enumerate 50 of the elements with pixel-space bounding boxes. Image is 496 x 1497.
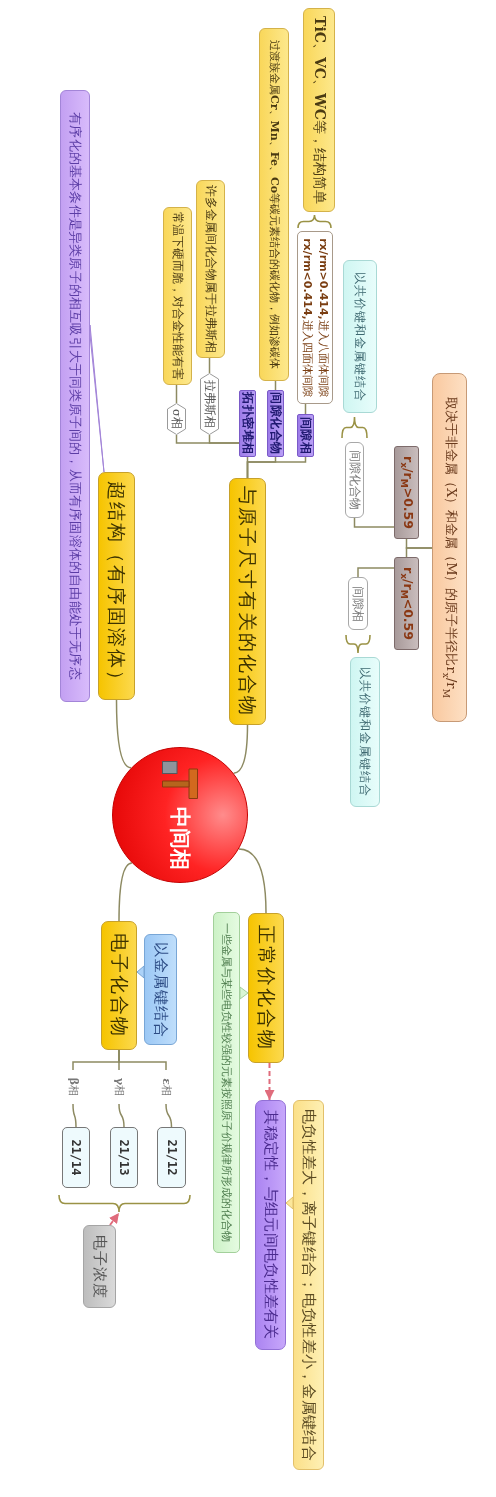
summary-brace <box>58 1194 191 1213</box>
note-box: TiC、VC、WC等，结构简单 <box>303 8 335 212</box>
subtopic-box: 拓扑密堆相 <box>239 390 256 457</box>
phase-label: γ相 <box>111 1070 127 1104</box>
callout-box: 以金属键结合 <box>144 934 177 1045</box>
main-topic-box: 超结构（有序固溶体） <box>98 472 135 700</box>
summary-box: 以共价键和金属键结合 <box>343 260 377 413</box>
ratio-box: 21/14 <box>62 1127 90 1188</box>
callout-box: 有序化的基本条件是异类原子的相互吸引大于同类原子间的，从而有序固溶体的自由能处于无序态 <box>60 90 90 702</box>
connector-line <box>115 699 132 769</box>
hexagon-topic: 拉弗斯相 <box>200 373 219 435</box>
connector-line <box>118 862 133 922</box>
main-topic-box: 正常价化合物 <box>248 913 284 1063</box>
callout-pointer <box>285 1196 294 1210</box>
connector-line <box>165 1103 173 1128</box>
callout-pointer <box>136 965 145 979</box>
callout-box: 电负性差大，离子键结合；电负性差小，金属键结合 <box>293 1100 324 1470</box>
connector-line <box>118 1103 125 1128</box>
connector-line <box>238 848 267 914</box>
dashed-arrow <box>264 1062 275 1101</box>
summary-box: 以共价键和金属键结合 <box>350 657 380 807</box>
subtopic-box: 间隙相 <box>348 577 368 630</box>
connector-line <box>232 724 249 774</box>
note-box: 过渡族金属Cr、Mn、Fe、Co等碳元素结合的碳化物，例如渗碳体 <box>259 28 289 381</box>
connector-line <box>353 517 395 528</box>
main-topic-box: 与原子尺寸有关的化合物 <box>229 478 266 725</box>
summary-box: 电子浓度 <box>83 1225 116 1308</box>
subtopic-box: 间隙化合物 <box>345 442 364 518</box>
dashed-arrow <box>109 1212 120 1226</box>
connector-line <box>72 1049 120 1071</box>
note-box: rx/rm>0.414,进入八面体间隙 rx/rm<0.414,进入四面体间隙 <box>297 231 333 404</box>
subtopic-box: 间隙相 <box>297 414 314 457</box>
connector-line <box>405 547 433 558</box>
topic-box: 其稳定性，与组元间电负性差有关 <box>255 1100 286 1350</box>
note-box: 常温下硬而脆，对合金性能有害 <box>163 207 192 385</box>
hexagon-topic: σ相 <box>167 403 186 435</box>
connector-line <box>357 567 395 578</box>
phase-label: ε相 <box>158 1070 174 1104</box>
topic-title: 中间相 <box>167 806 194 870</box>
phase-label: β相 <box>65 1070 81 1104</box>
note-box: 许多金属间化合物属于拉弗斯相 <box>196 180 225 358</box>
ratio-box: 21/12 <box>157 1127 186 1188</box>
connector-line <box>246 456 249 479</box>
callout-pointer <box>89 324 105 473</box>
main-topic-box: 电子化合物 <box>101 921 137 1050</box>
connector-line <box>72 1103 77 1128</box>
subtopic-box: 间隙化合物 <box>267 390 284 457</box>
callout-box: 一些金属与某些电负性较强的元素按照原子价规律所形成的化合物 <box>213 912 240 1253</box>
ratio-box: 21/13 <box>110 1127 138 1188</box>
connector-line <box>175 434 240 444</box>
